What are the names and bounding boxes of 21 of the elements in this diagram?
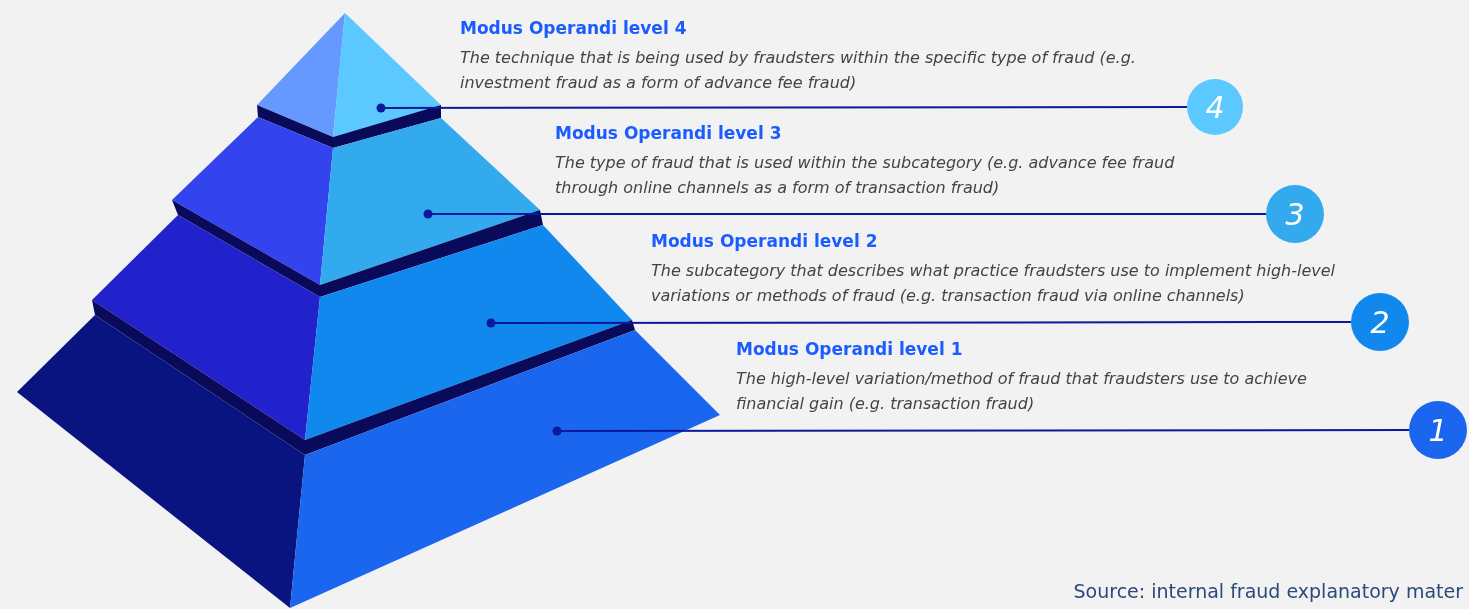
level-description: The type of fraud that is used within the subcategory (e.g. advance fee fraud through online channels as a form of transaction fraud) bbox=[555, 152, 1175, 199]
level-heading: Modus Operandi level 2 bbox=[651, 231, 878, 251]
number-circle: 3 bbox=[1266, 185, 1324, 243]
leader-line bbox=[552, 426, 1410, 436]
pyramid-tier bbox=[172, 117, 540, 285]
number-circle: 1 bbox=[1409, 401, 1467, 459]
pyramid-tier bbox=[17, 315, 720, 608]
number-circle: 2 bbox=[1351, 293, 1409, 351]
level-heading: Modus Operandi level 1 bbox=[736, 339, 963, 359]
level-description: The subcategory that describes what practice fraudsters use to implement high-level variations or methods of fraud (e.g. transaction fraud via online channels) bbox=[651, 260, 1337, 307]
leader-line bbox=[423, 209, 1267, 219]
leader-line bbox=[376, 103, 1188, 113]
number-circle: 4 bbox=[1187, 79, 1243, 135]
level-description: The high-level variation/method of fraud that fraudsters use to achieve financial gain (e.g. transaction fraud) bbox=[736, 368, 1308, 415]
level-description: The technique that is being used by fraudsters within the specific type of fraud (e.g. investment fraud as a form of advance fee fraud) bbox=[460, 47, 1137, 94]
source-note: Source: internal fraud explanatory mater bbox=[1073, 580, 1463, 602]
leader-line bbox=[486, 318, 1352, 328]
level-heading: Modus Operandi level 4 bbox=[460, 18, 687, 38]
level-heading: Modus Operandi level 3 bbox=[555, 123, 782, 143]
pyramid-tier bbox=[92, 215, 632, 440]
pyramid-tier bbox=[257, 13, 441, 137]
